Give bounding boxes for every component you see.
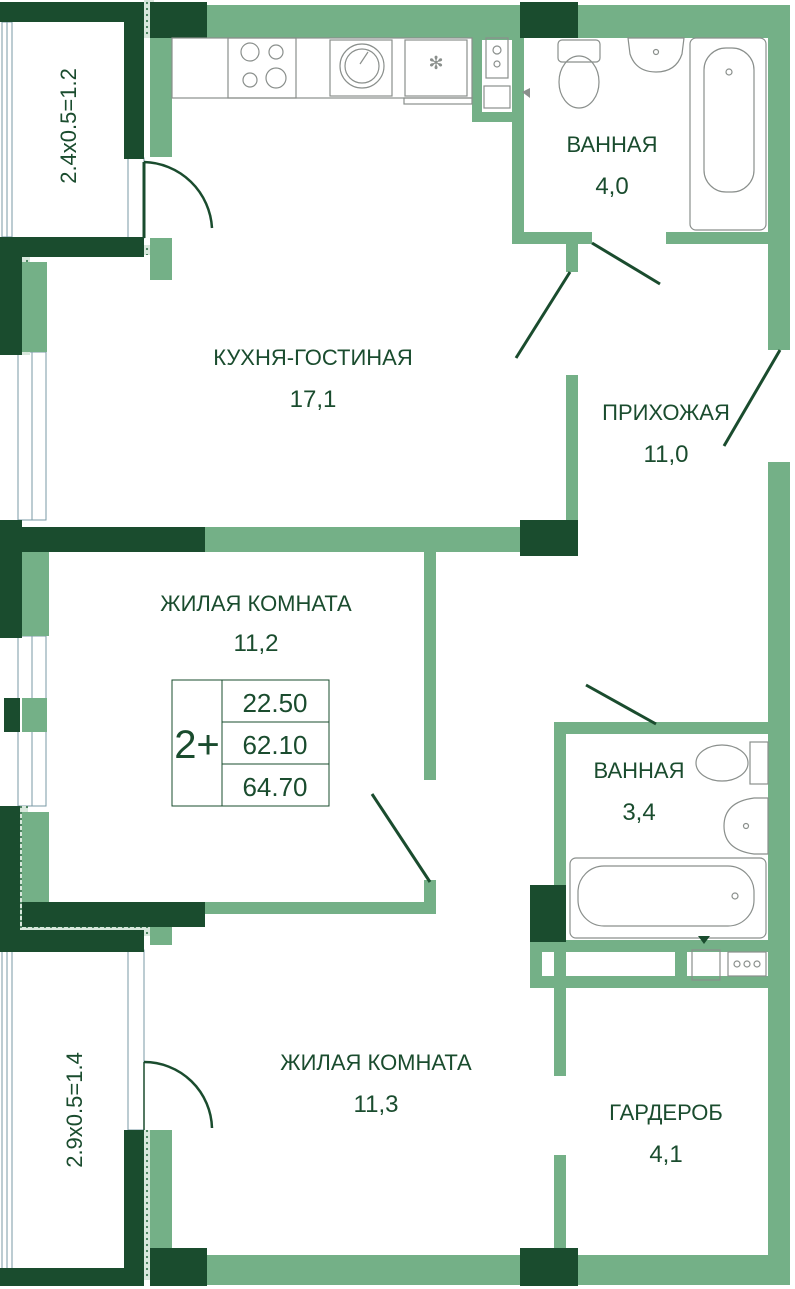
toilet-1 [557,39,601,109]
bath1-area: 4,0 [595,173,628,200]
door-kitchen [514,271,572,359]
insulation-bottom [144,1130,154,1280]
legend-area-2: 62.10 [242,730,307,760]
boiler-2 [691,936,767,981]
balcony-bottom-label: 2.9x0.5=1.4 [62,1052,87,1168]
hall-name: ПРИХОЖАЯ [602,400,730,425]
legend-box: 2+ 22.50 62.10 64.70 [171,679,330,807]
door-bathroom1 [591,241,661,286]
window-left-top [1,21,13,238]
window-left-kitchen [17,351,47,521]
boiler [483,37,530,109]
bathtub-2 [569,857,767,939]
door-bathroom2 [585,683,657,726]
kitchen-counter: ✻ [171,37,473,105]
living1-name: ЖИЛАЯ КОМНАТА [160,591,352,616]
kitchen-name: КУХНЯ-ГОСТИНАЯ [213,345,412,370]
hall-area: 11,0 [644,441,689,468]
legend-type: 2+ [174,723,220,767]
door-entrance [722,349,782,447]
kitchen-area: 17,1 [290,386,337,413]
window-left-bottom [1,949,13,1271]
legend-area-3: 64.70 [242,772,307,802]
bath2-area: 3,4 [622,799,655,826]
bath1-name: ВАННАЯ [567,132,658,157]
insulation-top [144,0,154,38]
bath2-name: ВАННАЯ [594,758,685,783]
door-balcony-bottom [143,1060,214,1130]
wardrobe-name: ГАРДЕРОБ [609,1100,723,1125]
toilet-2 [695,741,769,785]
sink-1 [627,37,685,73]
walls-light [22,5,790,1285]
door-room1 [370,793,432,883]
living2-area: 11,3 [354,1091,399,1118]
svg-text:✻: ✻ [428,53,443,74]
bathtub-1 [689,37,767,231]
sink-2 [723,797,769,855]
living1-area: 11,2 [234,630,279,657]
living2-name: ЖИЛАЯ КОМНАТА [280,1050,472,1075]
balcony-top-label: 2.4x0.5=1.2 [56,68,81,184]
legend-area-1: 22.50 [242,688,307,718]
balcony-door-bottom [127,949,145,1131]
wardrobe-area: 4,1 [649,1141,682,1168]
door-balcony-top [142,160,214,238]
walls-dark [0,2,578,1286]
balcony-door-top [127,157,145,239]
